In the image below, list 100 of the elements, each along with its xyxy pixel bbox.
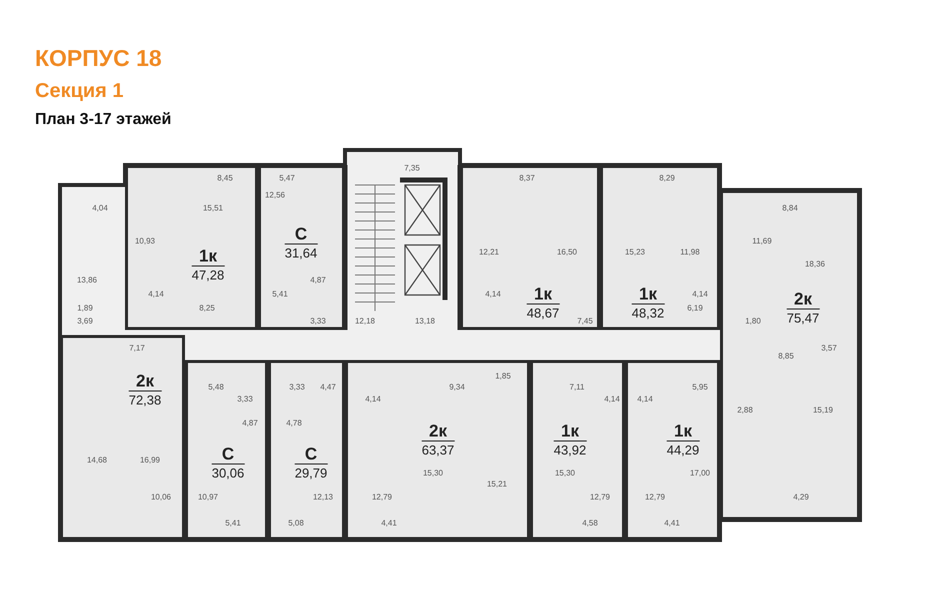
apartment-area: 30,06 bbox=[212, 464, 244, 480]
room-area-label: 8,45 bbox=[217, 174, 233, 182]
apartment-area: 48,32 bbox=[632, 304, 664, 320]
room-area-label: 12,79 bbox=[372, 492, 392, 502]
room-area-label: 4,41 bbox=[381, 518, 397, 528]
room-area-label: 8,29 bbox=[659, 174, 675, 182]
apartment-type: 2к bbox=[428, 422, 448, 440]
apartment-area: 43,92 bbox=[554, 440, 586, 458]
apartment-unit bbox=[625, 360, 720, 540]
room-area-label: 3,33 bbox=[237, 394, 253, 404]
room-area-label: 4,14 bbox=[148, 290, 164, 298]
room-area-label: 4,78 bbox=[286, 418, 302, 428]
apartment-unit bbox=[530, 360, 625, 540]
room-area-label: 15,23 bbox=[624, 248, 646, 256]
apartment-area: 47,28 bbox=[192, 266, 224, 282]
room-area-label: 8,84 bbox=[782, 204, 798, 212]
room-area-label: 12,56 bbox=[264, 190, 286, 200]
room-area-label: 13,18 bbox=[414, 316, 436, 326]
room-area-label: 10,97 bbox=[198, 492, 218, 502]
room-area-label: 5,41 bbox=[225, 518, 241, 528]
room-area-label: 8,85 bbox=[778, 352, 794, 360]
room-area-label: 7,35 bbox=[404, 164, 420, 172]
apartment-unit bbox=[720, 190, 860, 520]
room-area-label: 15,51 bbox=[202, 204, 224, 212]
room-area-label: 9,34 bbox=[449, 382, 465, 392]
apartment-area: 44,29 bbox=[666, 440, 700, 458]
room-area-label: 3,33 bbox=[289, 382, 305, 392]
room-area-label: 4,58 bbox=[582, 518, 598, 528]
apartment-unit bbox=[258, 165, 345, 330]
apartment-unit bbox=[185, 360, 268, 540]
room-area-label: 8,25 bbox=[199, 304, 215, 312]
apartment-area: 63,37 bbox=[422, 440, 454, 458]
room-area-label: 11,98 bbox=[680, 248, 700, 256]
room-area-label: 15,19 bbox=[812, 406, 834, 414]
room-area-label: 5,41 bbox=[272, 290, 288, 298]
room-area-label: 17,00 bbox=[690, 468, 710, 478]
apartment-unit bbox=[60, 335, 185, 540]
room-area-label: 12,79 bbox=[644, 492, 666, 502]
room-area-label: 5,47 bbox=[279, 174, 295, 182]
room-area-label: 5,48 bbox=[208, 382, 224, 392]
apartment-type: С bbox=[220, 446, 236, 464]
room-area-label: 3,69 bbox=[77, 316, 93, 326]
apartment-unit bbox=[345, 360, 530, 540]
apartment-area: 72,38 bbox=[128, 390, 162, 408]
room-area-label: 3,57 bbox=[821, 344, 837, 352]
apartment-type: 2к bbox=[793, 290, 813, 308]
room-area-label: 4,47 bbox=[320, 382, 336, 392]
room-area-label: 7,17 bbox=[129, 344, 145, 352]
room-area-label: 5,95 bbox=[692, 382, 708, 392]
room-area-label: 7,11 bbox=[570, 382, 584, 392]
room-area-label: 13,86 bbox=[76, 276, 98, 284]
room-area-label: 4,04 bbox=[92, 204, 108, 212]
apartment-unit bbox=[460, 165, 600, 330]
room-area-label: 16,99 bbox=[140, 456, 160, 464]
room-area-label: 10,06 bbox=[150, 492, 172, 502]
apartment-type: 1к bbox=[673, 422, 693, 440]
room-area-label: 14,68 bbox=[86, 456, 108, 464]
room-area-label: 4,14 bbox=[365, 394, 381, 404]
room-area-label: 18,36 bbox=[804, 260, 826, 268]
room-area-label: 1,80 bbox=[745, 316, 761, 326]
room-area-label: 4,14 bbox=[485, 290, 501, 298]
apartment-area: 75,47 bbox=[786, 308, 820, 326]
room-area-label: 4,14 bbox=[604, 394, 620, 404]
room-area-label: 12,13 bbox=[312, 492, 334, 502]
room-area-label: 16,50 bbox=[556, 248, 578, 256]
room-area-label: 6,19 bbox=[687, 304, 703, 312]
room-area-label: 12,18 bbox=[354, 316, 376, 326]
apartment-unit bbox=[600, 165, 720, 330]
room-area-label: 7,45 bbox=[577, 316, 593, 326]
apartment-type: 1к bbox=[533, 286, 553, 304]
room-area-label: 1,85 bbox=[495, 372, 511, 380]
room-area-label: 2,88 bbox=[737, 406, 753, 414]
room-area-label: 15,30 bbox=[422, 468, 444, 478]
apartment-type: 2к bbox=[135, 372, 155, 390]
apartment-area: 48,67 bbox=[526, 304, 560, 320]
room-area-label: 3,33 bbox=[310, 316, 326, 326]
room-area-label: 4,14 bbox=[637, 394, 653, 404]
room-area-label: 8,37 bbox=[519, 174, 535, 182]
room-area-label: 4,14 bbox=[692, 290, 708, 298]
apartment-area: 31,64 bbox=[284, 244, 318, 260]
room-area-label: 1,89 bbox=[77, 304, 93, 312]
room-area-label: 11,69 bbox=[752, 236, 772, 246]
building-title: КОРПУС 18 bbox=[35, 45, 162, 72]
room-area-label: 15,21 bbox=[486, 480, 508, 488]
room-area-label: 15,30 bbox=[554, 468, 576, 478]
apartment-type: 1к bbox=[638, 286, 658, 304]
room-area-label: 10,93 bbox=[134, 236, 156, 246]
apartment-unit bbox=[268, 360, 345, 540]
apartment-type: 1к bbox=[560, 422, 580, 440]
room-area-label: 4,87 bbox=[242, 418, 258, 428]
section-subtitle: Секция 1 bbox=[35, 80, 124, 103]
room-area-label: 12,79 bbox=[590, 492, 610, 502]
room-area-label: 12,21 bbox=[478, 248, 500, 256]
apartment-type: С bbox=[294, 226, 308, 244]
apartment-type: 1к bbox=[198, 248, 218, 266]
apartment-unit bbox=[125, 165, 258, 330]
room-area-label: 4,87 bbox=[310, 276, 326, 284]
room-area-label: 4,29 bbox=[793, 492, 809, 502]
floor-range-note: План 3-17 этажей bbox=[35, 111, 172, 129]
room-area-label: 5,08 bbox=[288, 518, 304, 528]
